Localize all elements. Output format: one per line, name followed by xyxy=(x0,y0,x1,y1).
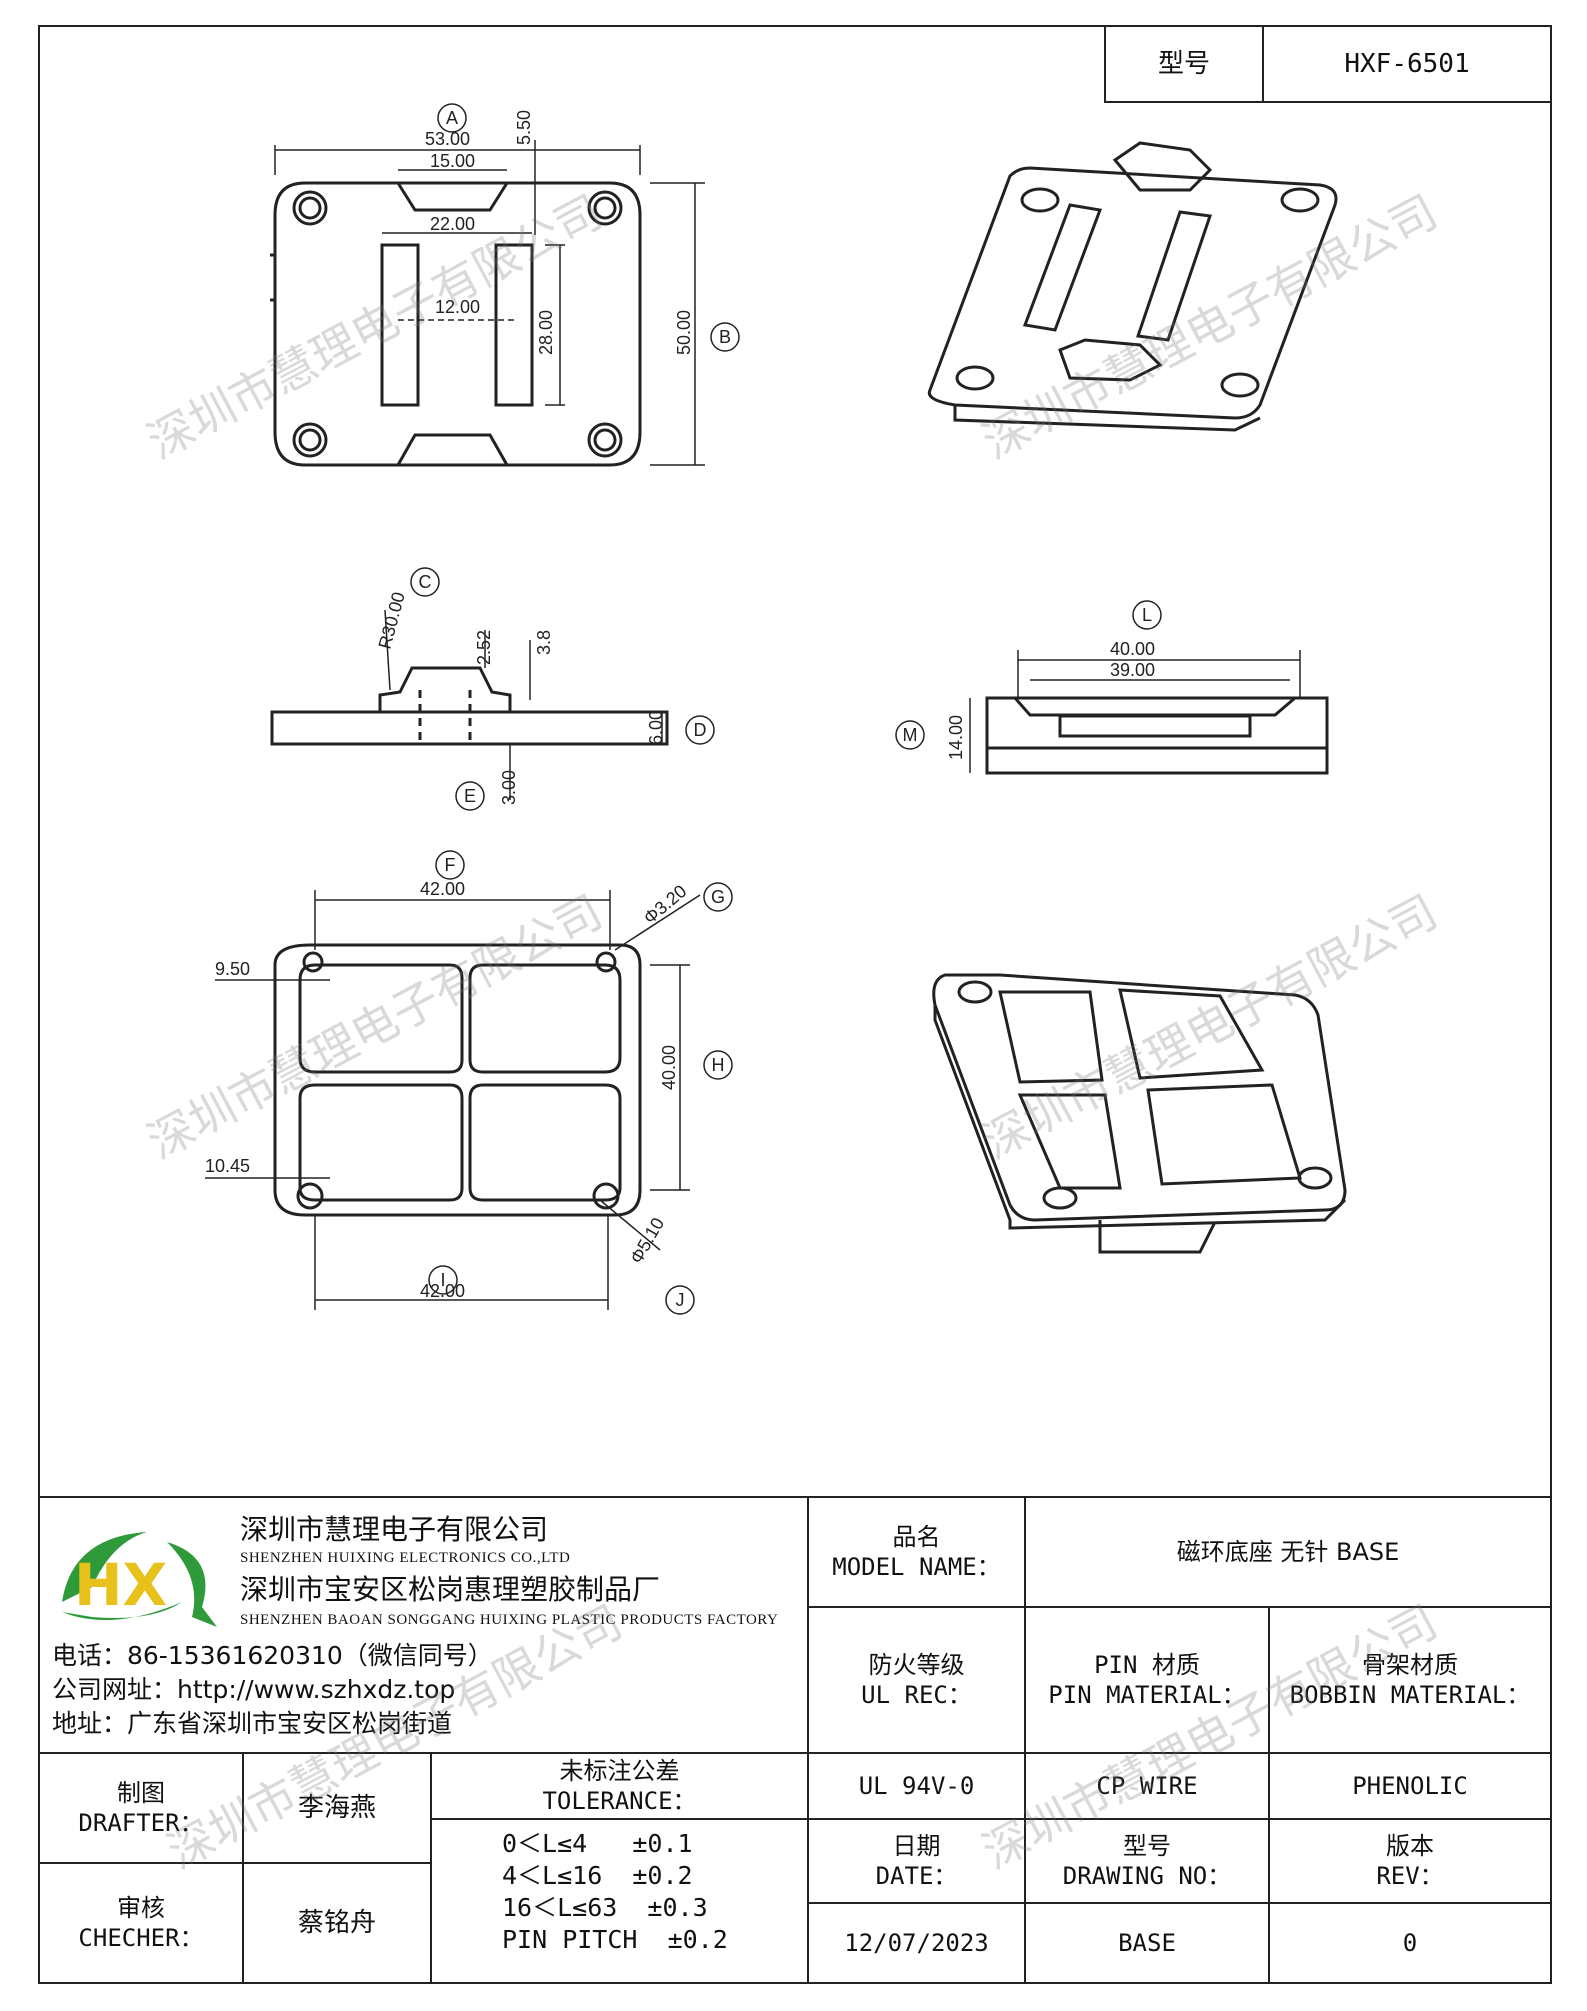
dim-radius: R30.00 xyxy=(375,590,409,651)
callout-e: E xyxy=(455,781,485,811)
dim-bottom-w-top: 42.00 xyxy=(420,879,465,899)
iso-top-view xyxy=(927,141,1338,432)
top-view-dims xyxy=(274,140,705,466)
drafter-name: 李海燕 xyxy=(242,1752,432,1864)
rev-value: 0 xyxy=(1268,1902,1552,1984)
svg-text:B: B xyxy=(719,327,731,347)
callout-c: C xyxy=(410,567,440,597)
company-logo: HX xyxy=(62,1532,217,1627)
dim-boss-d: Φ5.10 xyxy=(626,1214,668,1267)
callout-d: D xyxy=(685,715,715,745)
dim-hole-d: Φ3.20 xyxy=(640,881,691,928)
company-website: 公司网址：http://www.szhxdz.top xyxy=(52,1675,456,1704)
dim-bottom-h: 40.00 xyxy=(659,1045,679,1090)
svg-text:M: M xyxy=(903,725,918,745)
bobbin-material-value: PHENOLIC xyxy=(1268,1752,1552,1820)
company-name-en: SHENZHEN HUIXING ELECTRONICS CO.,LTD xyxy=(240,1550,571,1566)
header-model-value: HXF-6501 xyxy=(1262,25,1552,103)
checker-name: 蔡铭舟 xyxy=(242,1862,432,1984)
svg-text:H: H xyxy=(712,1055,725,1075)
callout-i: I xyxy=(428,1265,458,1295)
bottom-view-dims xyxy=(205,890,701,1310)
dim-raise2: 3.8 xyxy=(534,630,554,655)
svg-text:L: L xyxy=(1142,605,1152,625)
callout-b: B xyxy=(710,322,740,352)
callout-m: M xyxy=(895,720,925,750)
company-address: 地址：广东省深圳市宝安区松岗街道 xyxy=(52,1709,453,1738)
svg-text:G: G xyxy=(711,887,725,907)
side-left-dims xyxy=(384,609,663,800)
dim-raise: 2.52 xyxy=(474,630,494,665)
dim-pin-len: 3.00 xyxy=(499,770,519,805)
dim-side-h: 14.00 xyxy=(946,715,966,760)
callout-l: L xyxy=(1132,600,1162,630)
technical-drawing: 53.00 15.00 5.50 22.00 12.00 28.00 50.00… xyxy=(205,103,1347,1315)
date-value: 12/07/2023 xyxy=(807,1902,1026,1984)
callout-j: J xyxy=(665,1285,695,1315)
tolerance-line: 4＜L≤16 ±0.2 xyxy=(502,1861,693,1890)
dim-rail-span: 22.00 xyxy=(430,214,475,234)
title-block-top-rule xyxy=(38,1496,1552,1498)
model-name-value: 磁环底座 无针 BASE xyxy=(1024,1496,1552,1608)
dim-height: 50.00 xyxy=(674,310,694,355)
callout-f: F xyxy=(435,850,465,880)
dim-thick: 6.00 xyxy=(646,710,666,745)
svg-text:J: J xyxy=(676,1290,685,1310)
factory-name-cn: 深圳市宝安区松岗惠理塑胶制品厂 xyxy=(240,1573,661,1606)
factory-name-en: SHENZHEN BAOAN SONGGANG HUIXING PLASTIC … xyxy=(240,1612,779,1628)
dim-side-w1: 40.00 xyxy=(1110,639,1155,659)
ul-rec-value: UL 94V-0 xyxy=(807,1752,1026,1820)
drawing-no-value: BASE xyxy=(1024,1902,1270,1984)
callout-h: H xyxy=(703,1050,733,1080)
svg-text:A: A xyxy=(446,108,458,128)
side-view-left xyxy=(270,666,669,746)
side-right-dims xyxy=(969,650,1301,773)
iso-bottom-view xyxy=(932,973,1347,1254)
svg-text:HX: HX xyxy=(74,1551,167,1619)
callout-a: A xyxy=(437,103,467,133)
dim-top-width: 53.00 xyxy=(425,129,470,149)
tolerance-line: PIN PITCH ±0.2 xyxy=(502,1925,728,1954)
svg-text:D: D xyxy=(694,720,707,740)
dim-edge2: 10.45 xyxy=(205,1156,250,1176)
svg-text:I: I xyxy=(440,1270,445,1290)
svg-text:C: C xyxy=(419,572,432,592)
company-block: HX 深圳市慧理电子有限公司 SHENZHEN HUIXING ELECTRON… xyxy=(52,1502,802,1750)
top-view xyxy=(270,181,642,467)
svg-text:E: E xyxy=(464,786,476,806)
company-name-cn: 深圳市慧理电子有限公司 xyxy=(240,1513,549,1546)
bottom-view xyxy=(273,943,642,1217)
side-view-right xyxy=(985,696,1329,775)
dim-notch-depth: 5.50 xyxy=(514,110,534,145)
dim-edge1: 9.50 xyxy=(215,959,250,979)
company-phone: 电话：86-15361620310（微信同号） xyxy=(52,1641,493,1670)
dim-rail-center: 12.00 xyxy=(435,297,480,317)
tolerance-line: 0＜L≤4 ±0.1 xyxy=(502,1829,693,1858)
tolerance-lines: 0＜L≤4 ±0.1 4＜L≤16 ±0.2 16＜L≤63 ±0.3 PIN … xyxy=(502,1828,728,1956)
tolerance-line: 16＜L≤63 ±0.3 xyxy=(502,1893,708,1922)
dim-rail-len: 28.00 xyxy=(536,310,556,355)
callout-g: G xyxy=(703,882,733,912)
pin-material-value: CP WIRE xyxy=(1024,1752,1270,1820)
svg-text:F: F xyxy=(445,855,456,875)
dim-bottom-w-bot: 42.00 xyxy=(420,1281,465,1301)
dim-slot-width: 15.00 xyxy=(430,151,475,171)
dim-side-w2: 39.00 xyxy=(1110,660,1155,680)
